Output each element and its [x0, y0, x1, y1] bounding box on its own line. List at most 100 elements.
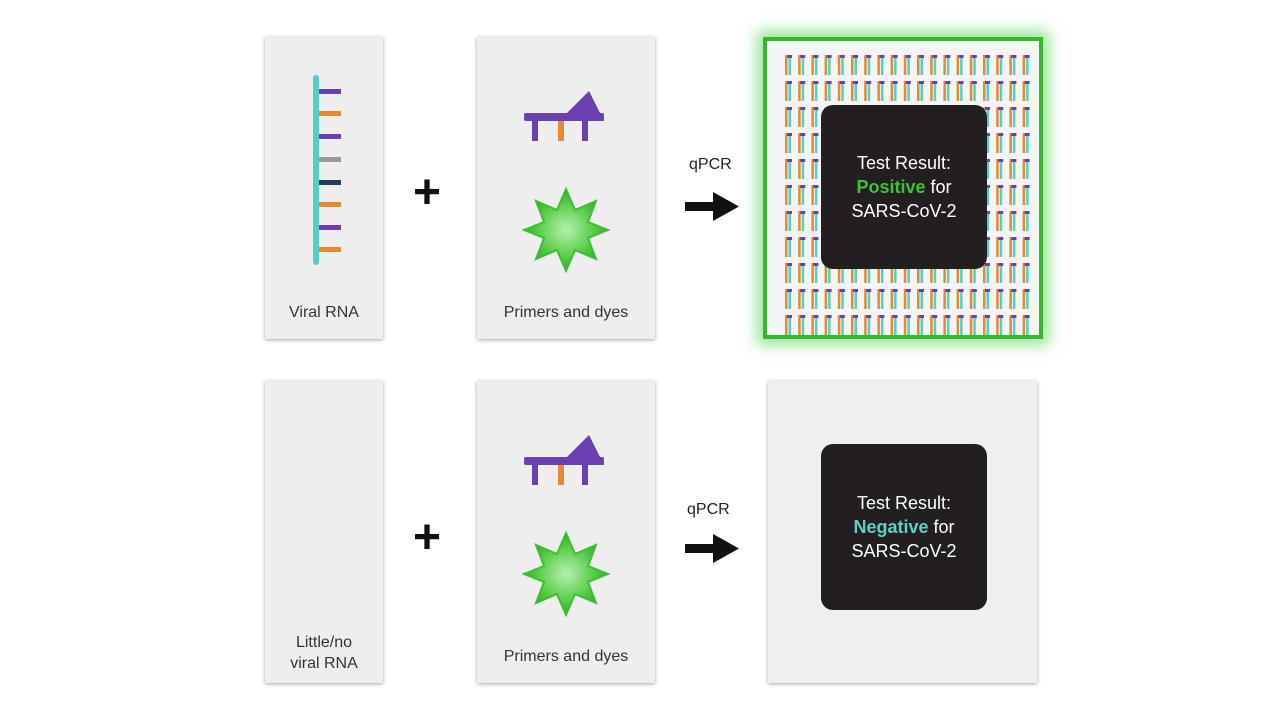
- amplicon-mark: [890, 289, 898, 309]
- dye-burst-icon: [521, 186, 611, 274]
- amplicon-mark: [1009, 315, 1017, 335]
- amplicon-mark: [1022, 159, 1030, 179]
- amplicon-mark: [1022, 263, 1030, 283]
- amplicon-mark: [811, 107, 819, 127]
- amplicon-mark: [996, 107, 1004, 127]
- amplicon-mark: [930, 81, 938, 101]
- amplicon-mark: [943, 315, 951, 335]
- arrow-right-icon: [685, 192, 739, 221]
- amplicon-mark: [890, 81, 898, 101]
- amplicon-mark: [956, 315, 964, 335]
- amplicon-mark: [1009, 159, 1017, 179]
- amplicon-mark: [798, 315, 806, 335]
- amplicon-mark: [785, 133, 792, 153]
- amplicon-mark: [785, 263, 792, 283]
- result-target: SARS-CoV-2: [851, 541, 957, 561]
- little-rna-caption-2: viral RNA: [290, 655, 358, 672]
- amplicon-mark: [1009, 55, 1017, 75]
- amplicon-mark: [824, 55, 832, 75]
- result-status-line: Negative for: [853, 515, 954, 539]
- amplicon-mark: [877, 289, 885, 309]
- amplicon-mark: [943, 289, 951, 309]
- primers-dyes-card: Primers and dyes: [477, 381, 655, 683]
- amplicon-mark: [785, 289, 792, 309]
- amplicon-mark: [877, 81, 885, 101]
- amplicon-mark: [1022, 237, 1030, 257]
- amplicon-mark: [851, 315, 858, 335]
- viral-rna-caption: Viral RNA: [289, 304, 359, 321]
- amplicon-mark: [996, 159, 1004, 179]
- primers-dyes-caption: Primers and dyes: [503, 304, 629, 321]
- amplicon-mark: [890, 55, 898, 75]
- amplicon-mark: [917, 315, 924, 335]
- amplicon-mark: [903, 55, 911, 75]
- amplicon-mark: [1022, 211, 1030, 231]
- amplicon-mark: [983, 81, 990, 101]
- amplicon-mark: [1009, 211, 1017, 231]
- amplicon-mark: [996, 263, 1004, 283]
- amplicon-mark: [969, 289, 977, 309]
- amplicon-mark: [864, 315, 872, 335]
- amplicon-mark: [851, 81, 858, 101]
- amplicon-mark: [798, 81, 806, 101]
- result-status-line: Positive for: [856, 175, 951, 199]
- plus-sign: +: [413, 511, 442, 564]
- qpcr-label: qPCR: [689, 156, 732, 173]
- amplicon-mark: [930, 55, 938, 75]
- amplicon-mark: [903, 81, 911, 101]
- amplicon-mark: [811, 159, 819, 179]
- amplicon-mark: [798, 107, 806, 127]
- amplicon-mark: [1009, 107, 1017, 127]
- primer-icon: [524, 91, 604, 141]
- amplicon-mark: [811, 315, 819, 335]
- amplicon-mark: [1022, 55, 1030, 75]
- amplicon-mark: [1022, 81, 1030, 101]
- amplicon-mark: [969, 81, 977, 101]
- amplicon-mark: [864, 55, 872, 75]
- primer-icon: [524, 435, 604, 485]
- amplicon-mark: [996, 81, 1004, 101]
- amplicon-mark: [798, 185, 806, 205]
- amplicon-mark: [811, 133, 819, 153]
- result-title: Test Result:: [856, 153, 952, 173]
- result-title: Test Result:: [856, 493, 952, 513]
- amplicon-mark: [811, 81, 819, 101]
- amplicon-mark: [956, 81, 964, 101]
- amplicon-mark: [785, 185, 792, 205]
- amplicon-mark: [1009, 237, 1017, 257]
- negative-result-card: Test Result: Negative for SARS-CoV-2: [768, 381, 1037, 683]
- amplicon-mark: [996, 211, 1004, 231]
- positive-result-box: Test Result: Positive for SARS-CoV-2: [821, 105, 987, 269]
- amplicon-mark: [824, 315, 832, 335]
- amplicon-mark: [851, 55, 858, 75]
- positive-result-card: Test Result: Positive for SARS-CoV-2: [763, 37, 1043, 339]
- primers-dyes-card: Primers and dyes: [477, 37, 655, 339]
- amplicon-mark: [837, 289, 845, 309]
- amplicon-mark: [824, 289, 832, 309]
- amplicon-mark: [983, 55, 990, 75]
- amplicon-mark: [785, 81, 792, 101]
- amplicon-mark: [996, 315, 1004, 335]
- amplicon-mark: [785, 159, 792, 179]
- amplicon-mark: [837, 315, 845, 335]
- amplicon-mark: [930, 289, 938, 309]
- amplicon-mark: [877, 315, 885, 335]
- amplicon-mark: [969, 55, 977, 75]
- amplicon-mark: [798, 263, 806, 283]
- little-rna-card: Little/no viral RNA: [265, 381, 383, 683]
- positive-status: Positive: [856, 177, 926, 197]
- amplicon-mark: [1009, 289, 1017, 309]
- amplicon-mark: [1009, 185, 1017, 205]
- amplicon-mark: [1022, 289, 1030, 309]
- amplicon-mark: [824, 81, 832, 101]
- amplicon-mark: [811, 55, 819, 75]
- amplicon-mark: [811, 185, 819, 205]
- amplicon-mark: [1009, 81, 1017, 101]
- amplicon-mark: [996, 237, 1004, 257]
- amplicon-mark: [903, 315, 911, 335]
- amplicon-mark: [1022, 133, 1030, 153]
- qpcr-label: qPCR: [687, 501, 730, 518]
- amplicon-mark: [917, 289, 924, 309]
- result-target: SARS-CoV-2: [851, 201, 957, 221]
- amplicon-mark: [930, 315, 938, 335]
